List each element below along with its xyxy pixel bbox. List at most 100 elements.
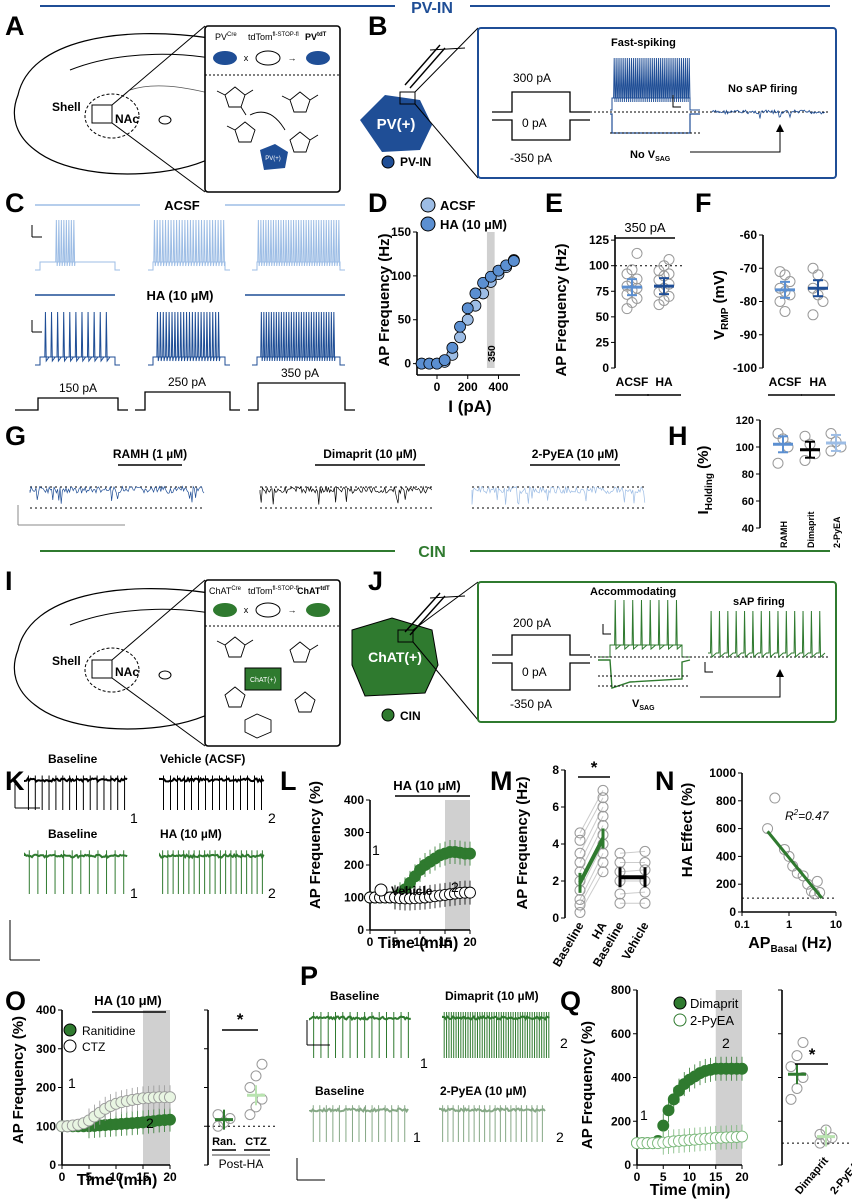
n-point — [783, 850, 795, 862]
n-point — [797, 870, 809, 882]
y-tick-label: 75 — [596, 284, 610, 298]
cross-label-pv-tdt: PVtdT — [305, 32, 327, 42]
d-point-ha — [469, 287, 482, 300]
y-tick-label: 50 — [398, 313, 412, 327]
point-ACSF — [626, 264, 638, 276]
c-acsf-title: ACSF — [164, 198, 199, 213]
panel-letter-b: B — [368, 11, 388, 41]
no-vsag-label: No VSAG — [630, 149, 671, 163]
y-tick-label: 25 — [596, 335, 610, 349]
panel-letter-o: O — [5, 986, 26, 1016]
section-pv-title: PV-IN — [411, 0, 453, 17]
q-group-2pyea: 2-PyEA — [828, 1160, 852, 1197]
l-marker-2: 2 — [451, 879, 459, 895]
point-ACSF — [779, 305, 791, 317]
c-trace-ACSF-350 — [257, 219, 341, 267]
y-tick-label: 80 — [742, 469, 754, 481]
y-tick-label: 100 — [589, 259, 609, 273]
q-2pyea-point — [736, 1130, 748, 1143]
c-trace-HA-350 — [260, 311, 336, 362]
l-marker-1: 1 — [372, 842, 380, 858]
x-tick-label: 5 — [86, 1170, 93, 1184]
point-ACSF — [631, 247, 643, 259]
chat-cell-label-i: ChAT(+) — [250, 677, 276, 684]
chat-cell-icon-j — [351, 617, 439, 697]
chat-cell-label-j: ChAT(+) — [368, 649, 422, 665]
h-group-label: 2-PyEA — [832, 516, 842, 548]
panel-letter-j: J — [368, 566, 383, 596]
k-label-baseline-1: Baseline — [48, 752, 98, 766]
d-point-ha — [438, 354, 451, 367]
m-point — [574, 834, 586, 846]
point-HA — [812, 269, 824, 281]
p-2pyea-noise — [439, 1106, 546, 1113]
m-pair-line — [579, 853, 604, 900]
q-dimaprit-point — [736, 1062, 748, 1075]
y-tick-label: 125 — [589, 233, 609, 247]
q-legend-2pyea: 2-PyEA — [690, 1013, 734, 1028]
l-ylabel: AP Frequency (%) — [307, 781, 324, 909]
y-tick-label: 400 — [611, 1071, 631, 1085]
y-tick-label: 60 — [742, 496, 754, 508]
c-step-150 — [15, 397, 128, 411]
y-tick-label: 300 — [36, 1042, 56, 1056]
m-point — [574, 847, 586, 859]
summary-point-CTZ — [256, 1058, 268, 1070]
panel-letter-n: N — [655, 766, 675, 796]
d-legend-ha: HA (10 µM) — [440, 217, 507, 232]
d-point-ha — [484, 270, 497, 283]
h-ylabel: IHolding (%) — [695, 446, 715, 515]
fast-spiking-baseline — [610, 97, 700, 111]
c-trace-HA-150 — [43, 311, 111, 363]
mouse-icon-pv-tdt — [306, 51, 330, 65]
brain-nac-label-i: NAc — [115, 665, 139, 679]
cross-label-pv-cre: PVCre — [215, 32, 237, 42]
g-holding-traces: RAMH (1 µM)Dimaprit (10 µM)2-PyEA (10 µM… — [29, 447, 646, 509]
d-legend-acsf-marker — [420, 197, 436, 213]
y-tick-label: 400 — [716, 849, 736, 863]
c-step-label-250: 250 pA — [168, 375, 206, 389]
mouse-cross-box-i — [204, 579, 341, 747]
c-trace-base-HA-250 — [148, 356, 230, 366]
pv-legend-dot — [381, 155, 395, 169]
m-pair-line — [619, 850, 646, 854]
x-tick-label: 200 — [458, 380, 478, 394]
y-tick-label: 600 — [611, 1027, 631, 1041]
neuron-sketches-a — [216, 86, 319, 153]
point-HA — [807, 262, 819, 274]
y-tick-label: 0 — [624, 1158, 631, 1172]
p-label-baseline-1: Baseline — [330, 989, 380, 1003]
d-point-acsf — [454, 331, 466, 344]
y-tick-label: 0 — [602, 361, 609, 375]
p-label-baseline-2: Baseline — [315, 1084, 365, 1098]
x-tick-label: 15 — [136, 1170, 150, 1184]
d-shade-label: 350 — [487, 345, 498, 362]
d-xlabel: I (pA) — [448, 397, 491, 416]
panel-letter-l: L — [280, 766, 297, 796]
e-group-label: HA — [655, 375, 673, 389]
cin-legend-label: CIN — [400, 709, 421, 723]
m-point — [639, 897, 651, 909]
q-ylabel: AP Frequency (%) — [579, 1021, 596, 1149]
y-tick-label: 200 — [344, 858, 364, 872]
cross-label-chat-tdt: ChATtdT — [297, 586, 330, 596]
step-label-top-j: 200 pA — [513, 616, 551, 630]
k-num-1a: 1 — [130, 810, 138, 826]
o-ha-bar-label: HA (10 μM) — [94, 993, 161, 1008]
y-tick-label: 50 — [596, 310, 610, 324]
vsag-trace — [598, 659, 691, 689]
x-tick-label: 0 — [434, 380, 441, 394]
y-tick-label: 100 — [344, 891, 364, 905]
q-legend-dimaprit: Dimaprit — [690, 996, 739, 1011]
y-tick-label: 4 — [552, 837, 559, 851]
n-fit-line — [766, 830, 824, 900]
n-point — [769, 792, 781, 804]
y-tick-label: 800 — [716, 794, 736, 808]
no-sap-noise — [711, 109, 826, 119]
step-protocol-j — [492, 634, 590, 691]
c-step-350 — [248, 382, 355, 411]
